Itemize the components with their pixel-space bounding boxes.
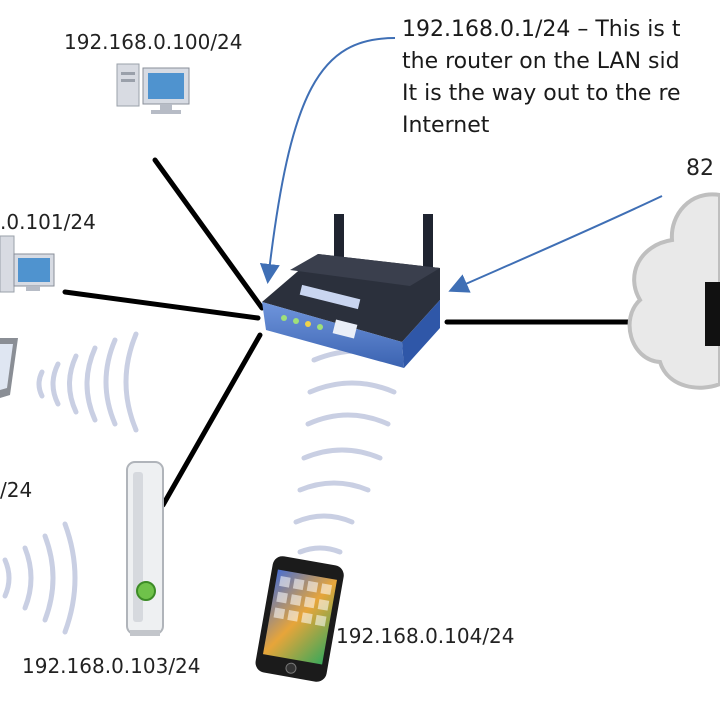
xbox-console: [126, 461, 164, 636]
smartphone: [255, 556, 344, 682]
laptop: [0, 338, 18, 398]
router-note-line-2: the router on the LAN sid: [402, 49, 680, 74]
wifi-waves-left: [2, 521, 78, 635]
pc-left-ip-label: .0.101/24: [0, 210, 96, 234]
link-pc-top: [152, 157, 265, 311]
annotation-arrows: [259, 37, 663, 293]
phone-ip-label: 192.168.0.104/24: [336, 624, 515, 648]
desktop-pc-left: [0, 235, 55, 293]
router-note-line-4: Internet: [402, 113, 490, 138]
xbox-ip-label: 192.168.0.103/24: [22, 654, 201, 678]
link-pc-left: [62, 289, 261, 321]
wifi-waves-laptop: [36, 331, 139, 433]
wan-ip-arrow: [448, 195, 663, 293]
router-note-line-1: 192.168.0.1/24 – This is t: [402, 17, 681, 42]
internet-cloud: [627, 192, 720, 390]
router-note-arrow: [259, 37, 396, 284]
wireless-router: [262, 214, 440, 368]
link-xbox: [160, 332, 263, 508]
router-note-line-3: It is the way out to the re: [402, 81, 681, 106]
wan-ip-label: 82: [686, 156, 714, 181]
wifi-waves-phone: [293, 348, 405, 555]
ethernet-links: [62, 157, 643, 508]
laptop-ip-label: /24: [0, 478, 33, 502]
router-status-lights: [281, 315, 323, 330]
router-note: 192.168.0.1/24 – This is t the router on…: [402, 14, 720, 142]
desktop-pc-top: [116, 63, 190, 114]
pc-top-ip-label: 192.168.0.100/24: [64, 30, 243, 54]
